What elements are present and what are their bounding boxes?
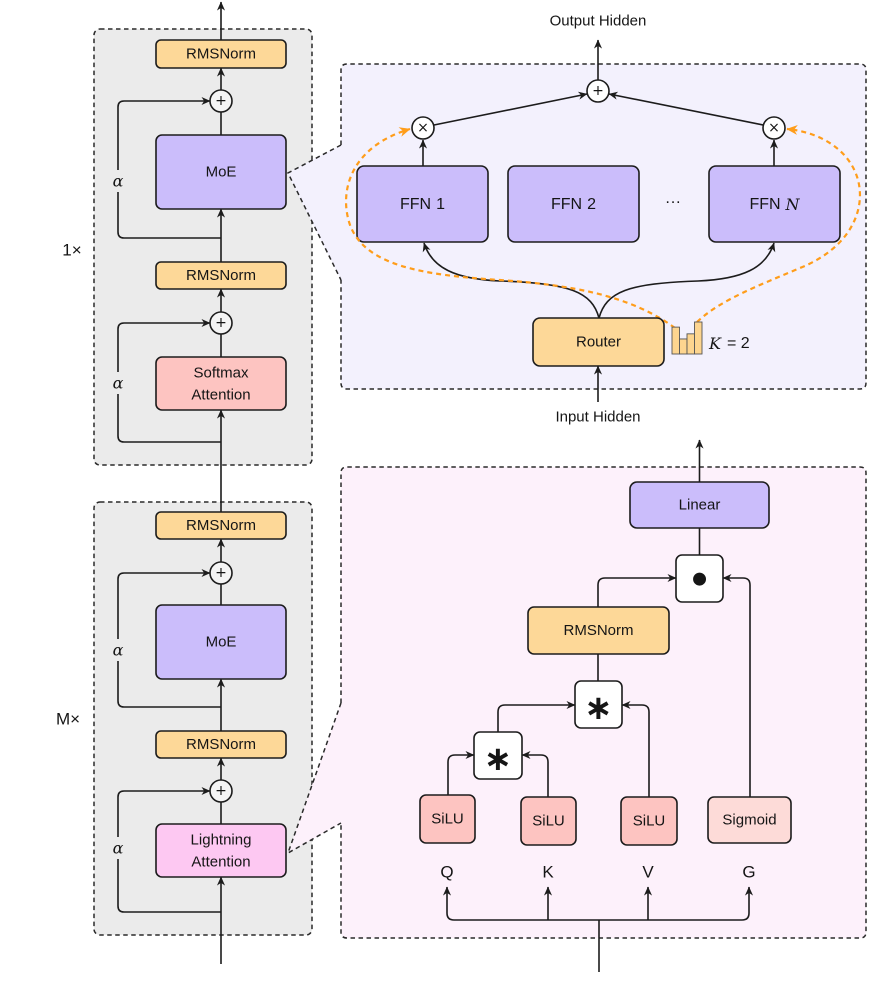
svg-text:Lightning: Lightning [191, 832, 252, 849]
svg-text:MoE: MoE [206, 634, 237, 651]
svg-text:+: + [592, 83, 604, 99]
silu-k-block: SiLU [520, 796, 577, 846]
add-node: + [209, 561, 233, 585]
router-score-bar [679, 338, 688, 355]
router-score-bar [694, 321, 703, 355]
svg-text:Softmax: Softmax [193, 365, 249, 382]
svg-text:SiLU: SiLU [431, 811, 464, 828]
lightning-attention-block: Lightning Attention [155, 823, 287, 878]
svg-text:RMSNorm: RMSNorm [564, 622, 634, 639]
svg-text:●: ● [692, 569, 707, 589]
lightning-detail-panel: Linear ● RMSNorm ∗ ∗ SiLU SiLU SiLU [286, 439, 867, 972]
router-score-bar [671, 326, 680, 355]
router-score-bar [686, 333, 695, 355]
repeat-label-1x: 1× [62, 241, 81, 260]
residual-scale-alpha: α [113, 839, 124, 858]
softmax-attention-block: Softmax Attention [155, 356, 287, 411]
qk-multiply-node: ∗ [473, 731, 523, 780]
svg-text:×: × [417, 120, 429, 136]
dispatch-arrow [598, 242, 776, 319]
rmsnorm-block: RMSNorm [155, 730, 287, 759]
silu-v-block: SiLU [620, 796, 678, 846]
backbone: 1× M× α α [56, 1, 313, 964]
svg-text:MoE: MoE [206, 164, 237, 181]
residual-connections: α α α α [109, 96, 221, 913]
residual-scale-alpha: α [113, 172, 124, 191]
repeat-label-mx: M× [56, 710, 80, 729]
input-hidden-label: Input Hidden [555, 409, 640, 426]
block-1x-border [93, 28, 313, 466]
svg-text:∗: ∗ [484, 739, 513, 779]
gate-multiply-node: × [762, 116, 786, 140]
residual-scale-alpha: α [113, 374, 124, 393]
svg-text:Attention: Attention [191, 854, 250, 871]
rmsnorm-block: RMSNorm [155, 261, 287, 290]
svg-text:SiLU: SiLU [532, 813, 565, 830]
svg-text:+: + [215, 783, 227, 799]
add-node: + [209, 779, 233, 803]
svg-text:+: + [215, 565, 227, 581]
svg-text:RMSNorm: RMSNorm [186, 517, 256, 534]
sigmoid-g-block: Sigmoid [707, 796, 792, 844]
rmsnorm-block: RMSNorm [527, 606, 670, 655]
input-v-label: V [642, 863, 654, 882]
svg-text:RMSNorm: RMSNorm [186, 736, 256, 753]
svg-text:Sigmoid: Sigmoid [722, 812, 776, 829]
sum-node: + [586, 79, 610, 103]
silu-q-block: SiLU [419, 794, 476, 844]
gating-product-node: ● [675, 554, 724, 603]
linear-projection-block: Linear [629, 481, 770, 529]
svg-text:Linear: Linear [679, 497, 721, 514]
routing-weight-path [696, 125, 862, 323]
output-hidden-label: Output Hidden [550, 13, 647, 30]
moe-block: MoE [155, 604, 287, 680]
router-block: Router [532, 317, 665, 367]
svg-text:SiLU: SiLU [633, 813, 666, 830]
gate-multiply-node: × [411, 116, 435, 140]
svg-text:+: + [215, 315, 227, 331]
input-q-label: Q [440, 863, 453, 882]
svg-text:Router: Router [576, 334, 621, 351]
moe-panel-border [340, 63, 867, 390]
top-k-label: K= 2 [708, 334, 750, 353]
svg-text:×: × [768, 120, 780, 136]
block-mx-border [93, 501, 313, 936]
svg-text:RMSNorm: RMSNorm [186, 46, 256, 63]
experts-ellipsis: ··· [665, 194, 681, 211]
router-score-icon [671, 321, 703, 355]
add-node: + [209, 89, 233, 113]
svg-text:Attention: Attention [191, 387, 250, 404]
svg-text:+: + [215, 93, 227, 109]
svg-text:∗: ∗ [584, 688, 613, 728]
residual-arrow [117, 96, 221, 239]
add-node: + [209, 311, 233, 335]
zoom-connector [287, 144, 342, 281]
kv-multiply-node: ∗ [574, 680, 623, 729]
moe-block: MoE [155, 134, 287, 210]
rmsnorm-block: RMSNorm [155, 511, 287, 540]
input-k-label: K [542, 863, 554, 882]
input-g-label: G [742, 863, 755, 882]
rmsnorm-block: RMSNorm [155, 39, 287, 69]
routing-weight-path [345, 127, 676, 329]
residual-scale-alpha: α [113, 641, 124, 660]
lightning-panel-border [340, 466, 867, 939]
svg-text:RMSNorm: RMSNorm [186, 267, 256, 284]
